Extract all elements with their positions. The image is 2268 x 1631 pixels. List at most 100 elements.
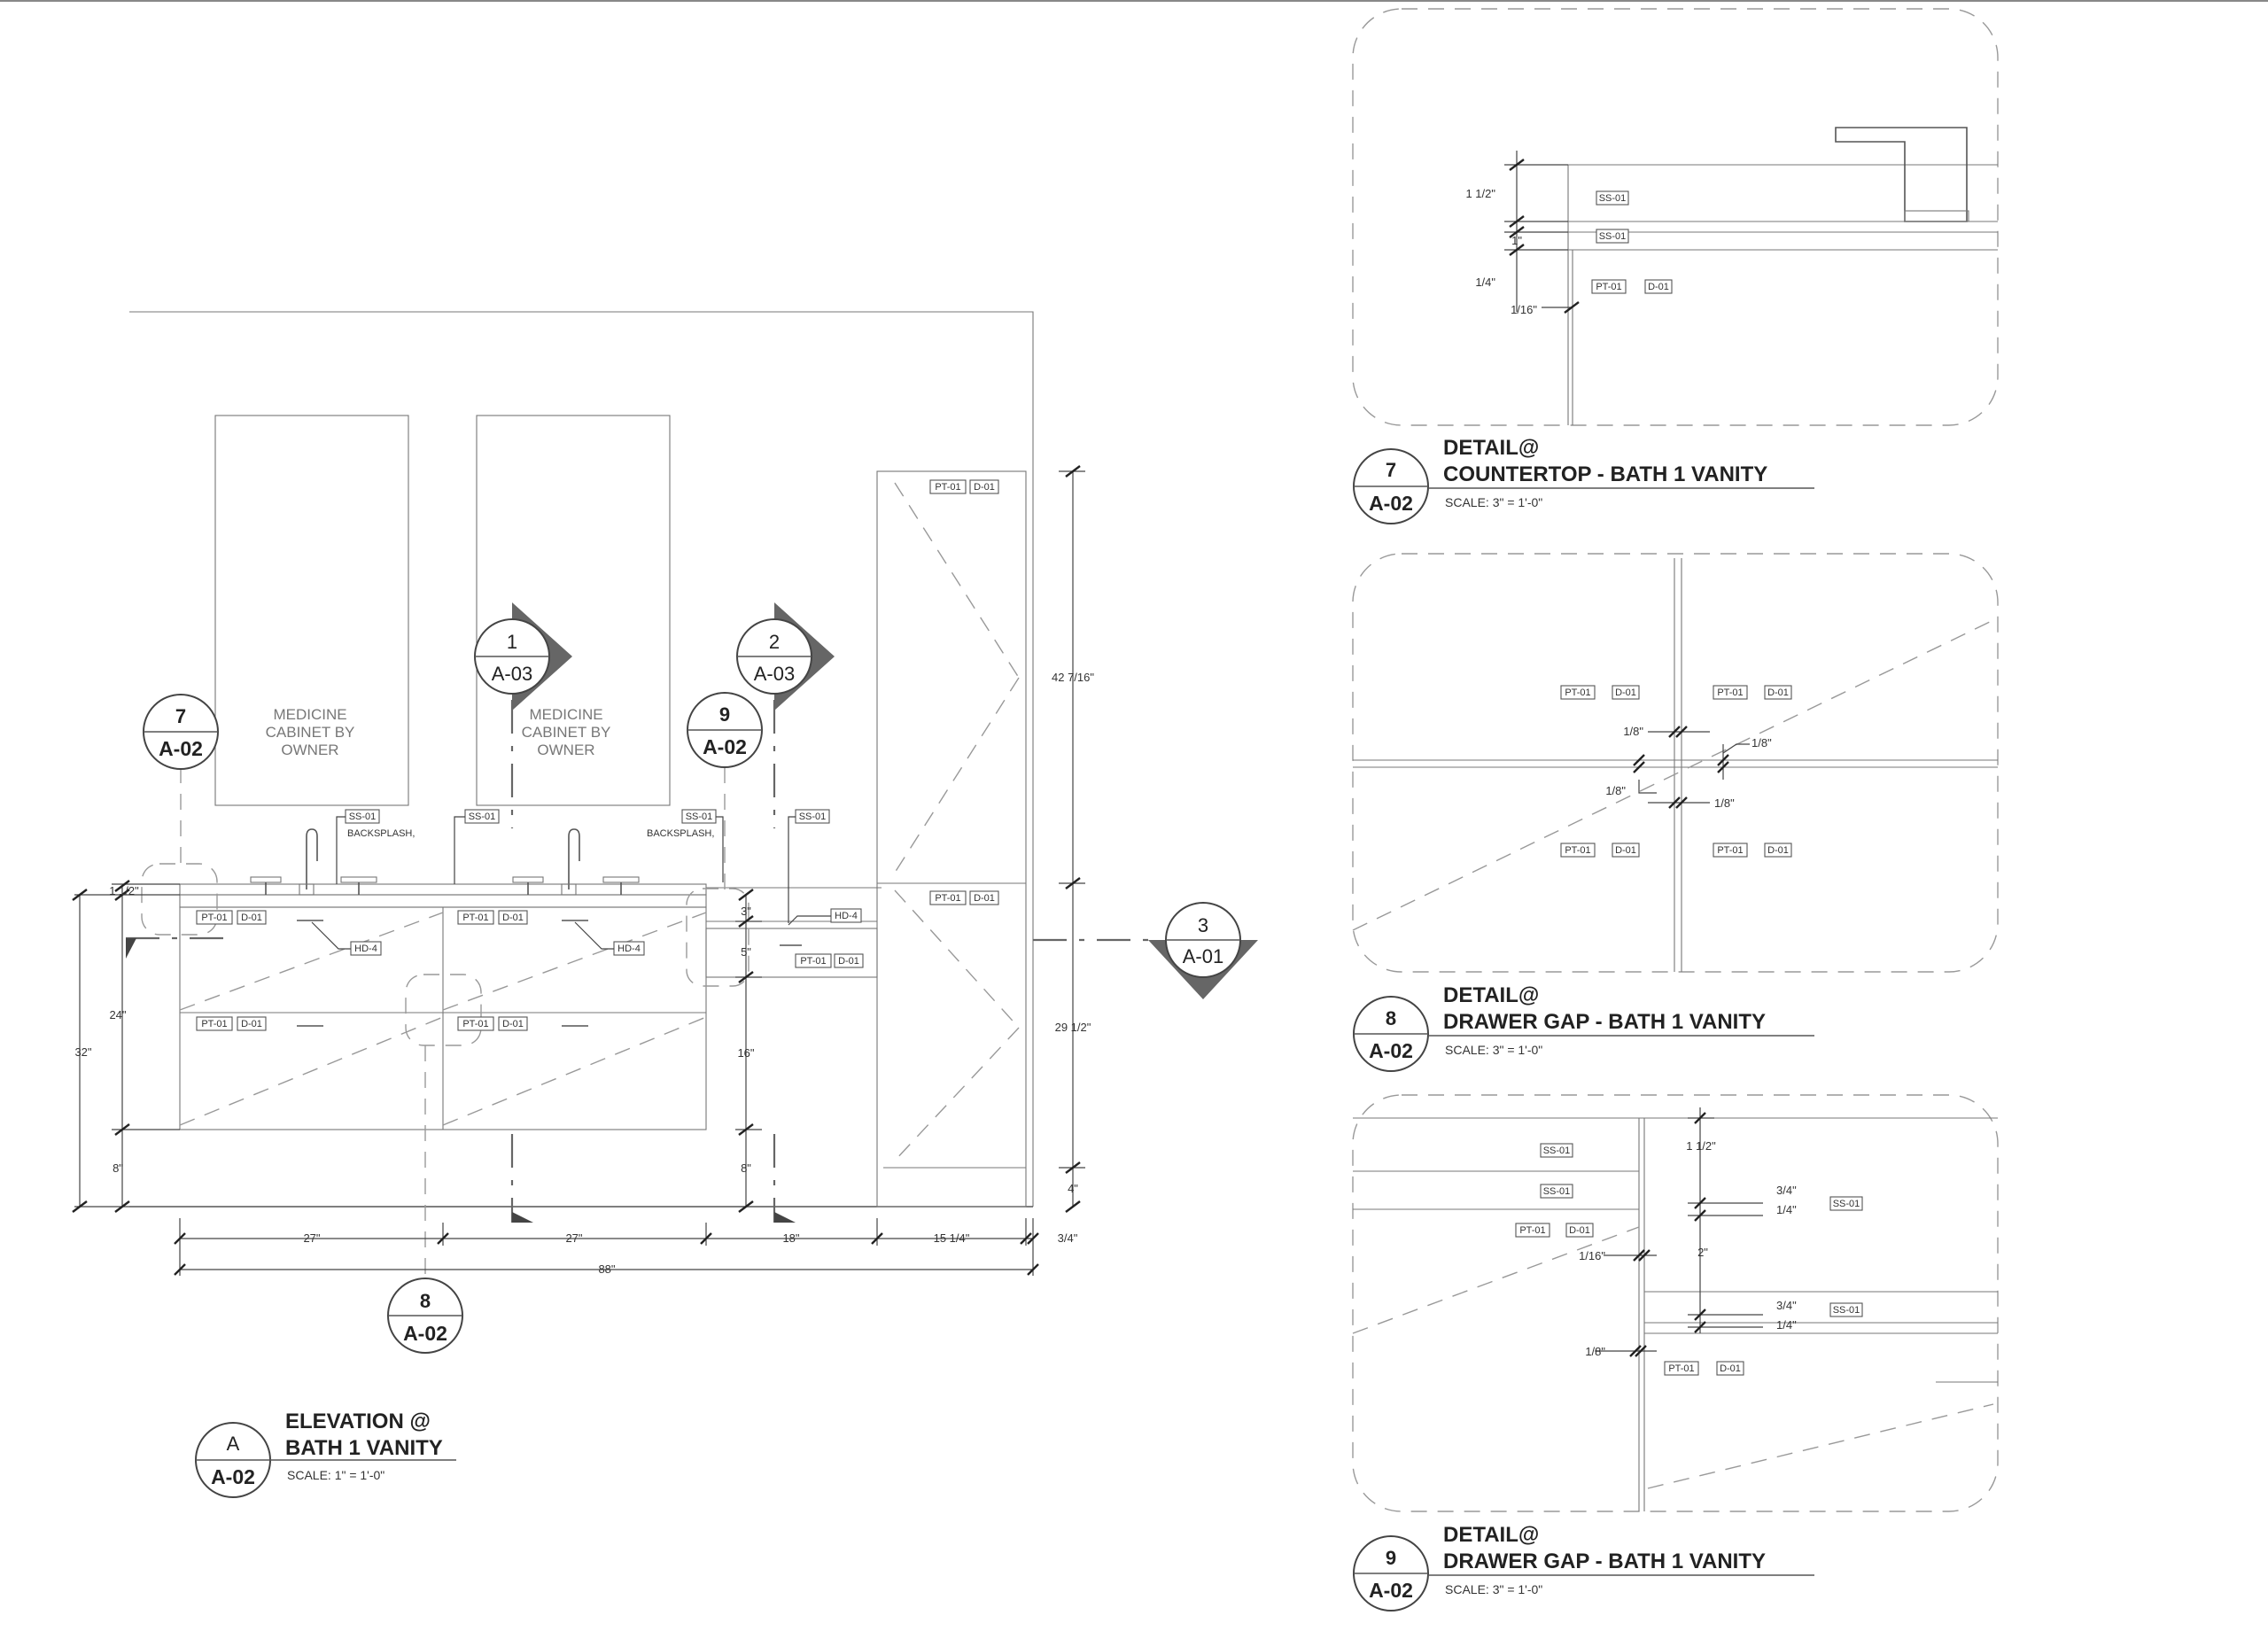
svg-text:D-01: D-01 [502, 913, 524, 923]
elevation-title-2: BATH 1 VANITY [285, 1436, 443, 1460]
svg-text:D-01: D-01 [502, 1019, 524, 1029]
svg-text:1/16": 1/16" [1579, 1249, 1605, 1262]
section-marker-2-a03[interactable]: 2 A-03 [736, 602, 835, 711]
svg-text:PT-01: PT-01 [800, 956, 826, 967]
svg-text:18": 18" [782, 1231, 799, 1245]
svg-text:88": 88" [598, 1262, 615, 1276]
svg-text:PT-01: PT-01 [935, 482, 960, 493]
medicine-cabinet-right [476, 415, 671, 806]
svg-text:7: 7 [175, 705, 186, 727]
linen-tower [876, 470, 1027, 1208]
svg-text:9: 9 [719, 703, 730, 726]
d8-tag-d01-2: D-01 [1764, 685, 1792, 700]
tag-d01-5: D-01 [834, 953, 864, 968]
cabinet-label-left-1: MEDICINE [273, 706, 346, 723]
tag-pt01-6: PT-01 [929, 479, 967, 494]
svg-text:2": 2" [1697, 1246, 1708, 1259]
svg-text:16": 16" [737, 1046, 754, 1060]
svg-text:A-02: A-02 [211, 1465, 255, 1488]
svg-text:27": 27" [565, 1231, 582, 1245]
svg-text:PT-01: PT-01 [1565, 687, 1590, 698]
detail8-scale: SCALE: 3" = 1'-0" [1445, 1043, 1542, 1057]
svg-text:PT-01: PT-01 [201, 913, 227, 923]
elevation-title-block: A A-02 ELEVATION @ BATH 1 VANITY SCALE: … [195, 1410, 456, 1498]
svg-text:SS-01: SS-01 [1543, 1186, 1571, 1197]
d9-tag-ss01-3: SS-01 [1829, 1196, 1863, 1211]
detail7-title-2: COUNTERTOP - BATH 1 VANITY [1443, 462, 1767, 486]
elevation-title-1: ELEVATION @ [285, 1410, 431, 1433]
svg-text:D-01: D-01 [1767, 845, 1789, 856]
cabinet-label-left-2: CABINET BY [266, 724, 355, 741]
svg-text:3/4": 3/4" [1058, 1231, 1078, 1245]
tag-ss01-4: SS-01 [795, 809, 830, 824]
svg-text:32": 32" [74, 1045, 91, 1059]
d9-tag-pt01-2: PT-01 [1664, 1361, 1699, 1376]
elevation-scale: SCALE: 1" = 1'-0" [287, 1468, 384, 1482]
section-marker-3-a01[interactable]: 3 A-01 [1148, 902, 1258, 999]
svg-text:SS-01: SS-01 [349, 812, 377, 822]
tag-pt01-5: PT-01 [795, 953, 832, 968]
svg-text:8: 8 [1386, 1007, 1396, 1029]
svg-text:A-03: A-03 [492, 663, 532, 685]
d7-tag-ss01-b: SS-01 [1596, 229, 1629, 244]
svg-text:1/16": 1/16" [1511, 303, 1537, 316]
cabinet-label-left-3: OWNER [281, 742, 338, 758]
svg-text:5": 5" [741, 945, 751, 959]
detail9-scale: SCALE: 3" = 1'-0" [1445, 1582, 1542, 1596]
svg-text:24": 24" [109, 1008, 126, 1021]
detail-7-countertop: 1 1/2" 1" 1/4" 1/16" SS-01 SS-01 PT-01 D… [1352, 8, 1999, 524]
section-marker-1-a03[interactable]: 1 A-03 [474, 602, 572, 711]
svg-text:SS-01: SS-01 [469, 812, 496, 822]
d9-tag-ss01-1: SS-01 [1540, 1143, 1573, 1158]
callout-8-a02[interactable]: 8 A-02 [387, 1278, 463, 1354]
svg-text:2: 2 [769, 631, 780, 653]
d8-tag-pt01-2: PT-01 [1713, 685, 1748, 700]
svg-text:PT-01: PT-01 [1519, 1225, 1545, 1236]
tag-ss01-3: SS-01 [681, 809, 717, 824]
svg-text:3": 3" [741, 905, 751, 918]
svg-text:HD-4: HD-4 [354, 944, 377, 954]
tag-pt01-3: PT-01 [196, 1016, 233, 1031]
dims-left: 1 1/2" 24" 32" 8" [72, 880, 180, 1213]
tag-d01-6: D-01 [969, 479, 999, 494]
svg-text:PT-01: PT-01 [201, 1019, 227, 1029]
tag-pt01-4: PT-01 [457, 1016, 494, 1031]
svg-text:PT-01: PT-01 [1717, 687, 1743, 698]
svg-text:HD-4: HD-4 [835, 911, 858, 921]
side-drawer [705, 928, 878, 978]
svg-text:8: 8 [420, 1290, 431, 1312]
detail-9-drawer-gap: SS-01 SS-01 SS-01 SS-01 PT-01 D-01 PT-01… [1352, 1094, 1999, 1612]
svg-text:SS-01: SS-01 [799, 812, 827, 822]
svg-text:PT-01: PT-01 [462, 913, 488, 923]
svg-text:42 7/16": 42 7/16" [1052, 671, 1094, 684]
svg-text:1/4": 1/4" [1475, 276, 1495, 289]
svg-text:PT-01: PT-01 [1596, 282, 1621, 292]
d8-tag-d01-3: D-01 [1612, 843, 1640, 858]
svg-text:1": 1" [1511, 234, 1522, 247]
svg-text:27": 27" [303, 1231, 320, 1245]
svg-text:PT-01: PT-01 [1717, 845, 1743, 856]
svg-text:A-02: A-02 [703, 735, 747, 758]
d9-tag-d01-1: D-01 [1565, 1223, 1594, 1238]
tag-hd4-3: HD-4 [830, 908, 862, 923]
callout-7-a02[interactable]: 7 A-02 [143, 694, 219, 770]
svg-text:29 1/2": 29 1/2" [1055, 1021, 1091, 1034]
svg-text:SS-01: SS-01 [1833, 1305, 1860, 1316]
cabinet-label-right-1: MEDICINE [529, 706, 602, 723]
tag-d01-7: D-01 [969, 890, 999, 905]
svg-text:1/8": 1/8" [1751, 736, 1772, 749]
svg-text:4": 4" [1068, 1182, 1078, 1195]
svg-text:SS-01: SS-01 [1599, 231, 1627, 242]
svg-text:D-01: D-01 [974, 482, 995, 493]
svg-text:7: 7 [1386, 459, 1396, 481]
svg-text:D-01: D-01 [1569, 1225, 1590, 1236]
tag-hd4-2: HD-4 [613, 941, 645, 956]
d8-tag-pt01-3: PT-01 [1560, 843, 1596, 858]
svg-text:1 1/2": 1 1/2" [109, 884, 139, 897]
svg-text:D-01: D-01 [241, 1019, 262, 1029]
svg-text:SS-01: SS-01 [686, 812, 713, 822]
svg-text:15 1/4": 15 1/4" [934, 1231, 970, 1245]
svg-text:A-02: A-02 [159, 737, 203, 760]
callout-9-a02[interactable]: 9 A-02 [687, 692, 763, 768]
svg-text:A-01: A-01 [1183, 945, 1223, 967]
